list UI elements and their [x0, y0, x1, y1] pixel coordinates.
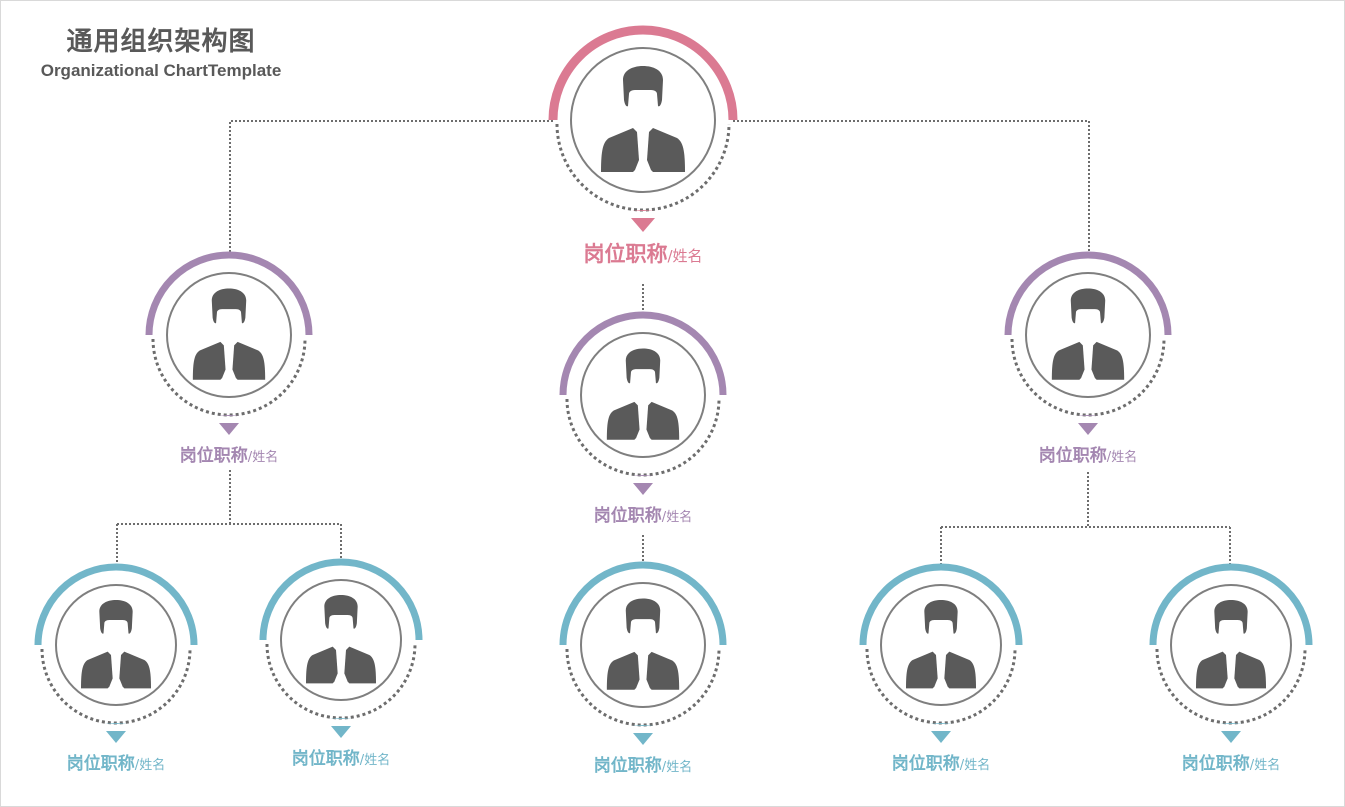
job-title: 岗位职称	[583, 242, 668, 266]
node-label[interactable]: 岗位职称/姓名	[180, 441, 278, 466]
arc-top	[559, 561, 727, 646]
separator: /	[134, 758, 140, 773]
node-label[interactable]: 岗位职称/姓名	[1182, 749, 1280, 774]
person-name: 姓名	[672, 247, 703, 265]
org-node-staff-3[interactable]	[557, 559, 729, 731]
pointer-triangle	[930, 723, 952, 724]
pointer-triangle-icon	[219, 423, 239, 435]
job-title: 岗位职称	[66, 754, 135, 774]
arc-bottom-dotted	[865, 648, 1017, 725]
org-node-manager-center[interactable]	[557, 309, 729, 481]
person-name: 姓名	[1254, 758, 1281, 773]
person-name: 姓名	[964, 758, 991, 773]
connector-right-branch	[940, 472, 1231, 566]
person-name: 姓名	[252, 450, 279, 465]
pointer-triangle	[632, 210, 654, 211]
node-label[interactable]: 岗位职称/姓名	[67, 749, 165, 774]
org-node-staff-2[interactable]	[257, 556, 425, 724]
arc-bottom-dotted	[555, 123, 731, 212]
job-title: 岗位职称	[291, 749, 360, 769]
person-icon	[606, 348, 680, 440]
pointer-triangle-icon	[331, 726, 351, 738]
arc-top	[145, 251, 313, 336]
person-name: 姓名	[666, 510, 693, 525]
node-label[interactable]: 岗位职称/姓名	[892, 749, 990, 774]
job-title: 岗位职称	[1181, 754, 1250, 774]
separator: /	[667, 247, 673, 265]
separator: /	[247, 450, 253, 465]
separator: /	[661, 760, 667, 775]
connector-left-branch	[116, 470, 342, 566]
person-icon	[906, 600, 976, 689]
person-icon	[601, 66, 685, 172]
pointer-triangle	[1220, 723, 1242, 724]
org-node-manager-left[interactable]	[143, 249, 315, 421]
arc-bottom-dotted	[1155, 648, 1307, 725]
arc-top	[859, 563, 1023, 646]
job-title: 岗位职称	[1038, 446, 1107, 466]
separator: /	[959, 758, 965, 773]
job-title: 岗位职称	[891, 754, 960, 774]
person-name: 姓名	[364, 753, 391, 768]
arc-top	[259, 558, 423, 641]
arc-top	[34, 563, 198, 646]
page-title: 通用组织架构图	[66, 27, 256, 57]
job-title: 岗位职称	[593, 506, 662, 526]
arc-top	[559, 311, 727, 396]
pointer-triangle-icon	[106, 731, 126, 743]
org-node-staff-1[interactable]	[32, 561, 200, 729]
arc-top	[1004, 251, 1172, 336]
node-label[interactable]: 岗位职称/姓名	[594, 751, 692, 776]
pointer-triangle	[330, 718, 352, 719]
arc-top	[548, 25, 738, 121]
org-node-manager-right[interactable]	[1002, 249, 1174, 421]
pointer-triangle-icon	[631, 218, 655, 232]
pointer-triangle	[105, 723, 127, 724]
node-label[interactable]: 岗位职称/姓名	[292, 744, 390, 769]
separator: /	[1106, 450, 1112, 465]
pointer-triangle	[1077, 415, 1099, 416]
person-icon	[81, 600, 151, 689]
org-node-staff-4[interactable]	[857, 561, 1025, 729]
person-icon	[1051, 288, 1125, 380]
pointer-triangle-icon	[633, 483, 653, 495]
arc-top	[1149, 563, 1313, 646]
person-icon	[1196, 600, 1266, 689]
pointer-triangle	[218, 415, 240, 416]
person-icon	[606, 598, 680, 690]
org-node-staff-5[interactable]	[1147, 561, 1315, 729]
person-name: 姓名	[666, 760, 693, 775]
arc-bottom-dotted	[265, 643, 417, 720]
org-node-ceo[interactable]	[547, 24, 739, 216]
person-name: 姓名	[139, 758, 166, 773]
node-label[interactable]: 岗位职称/姓名	[1039, 441, 1137, 466]
connector-ceo-right	[733, 120, 1090, 255]
pointer-triangle	[632, 725, 654, 726]
separator: /	[359, 753, 365, 768]
pointer-triangle-icon	[633, 733, 653, 745]
pointer-triangle	[632, 475, 654, 476]
page-subtitle: Organizational ChartTemplate	[40, 61, 282, 80]
connector-ceo-left	[229, 120, 553, 255]
separator: /	[1249, 758, 1255, 773]
node-label[interactable]: 岗位职称/姓名	[583, 238, 702, 268]
person-icon	[306, 595, 376, 684]
pointer-triangle-icon	[1078, 423, 1098, 435]
node-label[interactable]: 岗位职称/姓名	[594, 501, 692, 526]
pointer-triangle-icon	[931, 731, 951, 743]
separator: /	[661, 510, 667, 525]
job-title: 岗位职称	[179, 446, 248, 466]
title-block: 通用组织架构图 Organizational ChartTemplate	[26, 26, 296, 82]
person-icon	[192, 288, 266, 380]
person-name: 姓名	[1111, 450, 1138, 465]
job-title: 岗位职称	[593, 756, 662, 776]
arc-bottom-dotted	[40, 648, 192, 725]
pointer-triangle-icon	[1221, 731, 1241, 743]
